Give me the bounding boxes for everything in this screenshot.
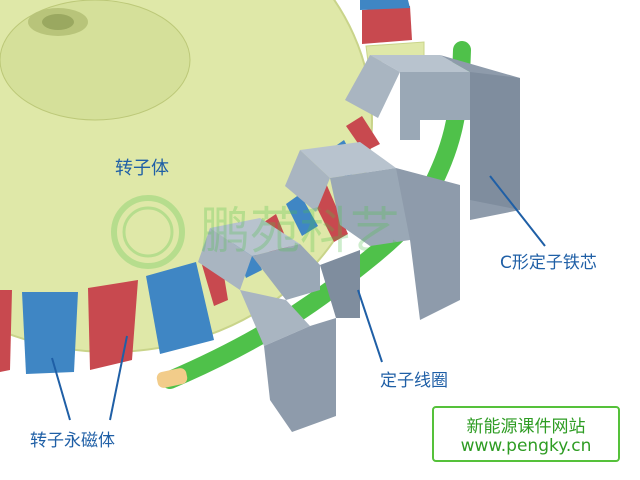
stator-core-top — [345, 55, 520, 220]
rotor-magnet-label: 转子永磁体 — [30, 431, 115, 451]
stator-core-front — [198, 218, 360, 432]
leader-lines — [51, 175, 546, 421]
rotor-body-label: 转子体 — [115, 158, 169, 179]
brand-name: 新能源课件网站 — [466, 417, 586, 437]
stator-core-middle — [285, 142, 460, 320]
stator-coil — [156, 41, 471, 389]
brand-url: www.pengky.cn — [460, 436, 592, 456]
watermark-logo: 鹏苑科艺 — [111, 195, 400, 269]
watermark-text: 鹏苑科艺 — [200, 202, 400, 260]
brand-box: 新能源课件网站 www.pengky.cn — [432, 406, 620, 462]
c-core-label: C形定子铁芯 — [500, 253, 597, 273]
stator-coil-label: 定子线圈 — [380, 371, 448, 391]
